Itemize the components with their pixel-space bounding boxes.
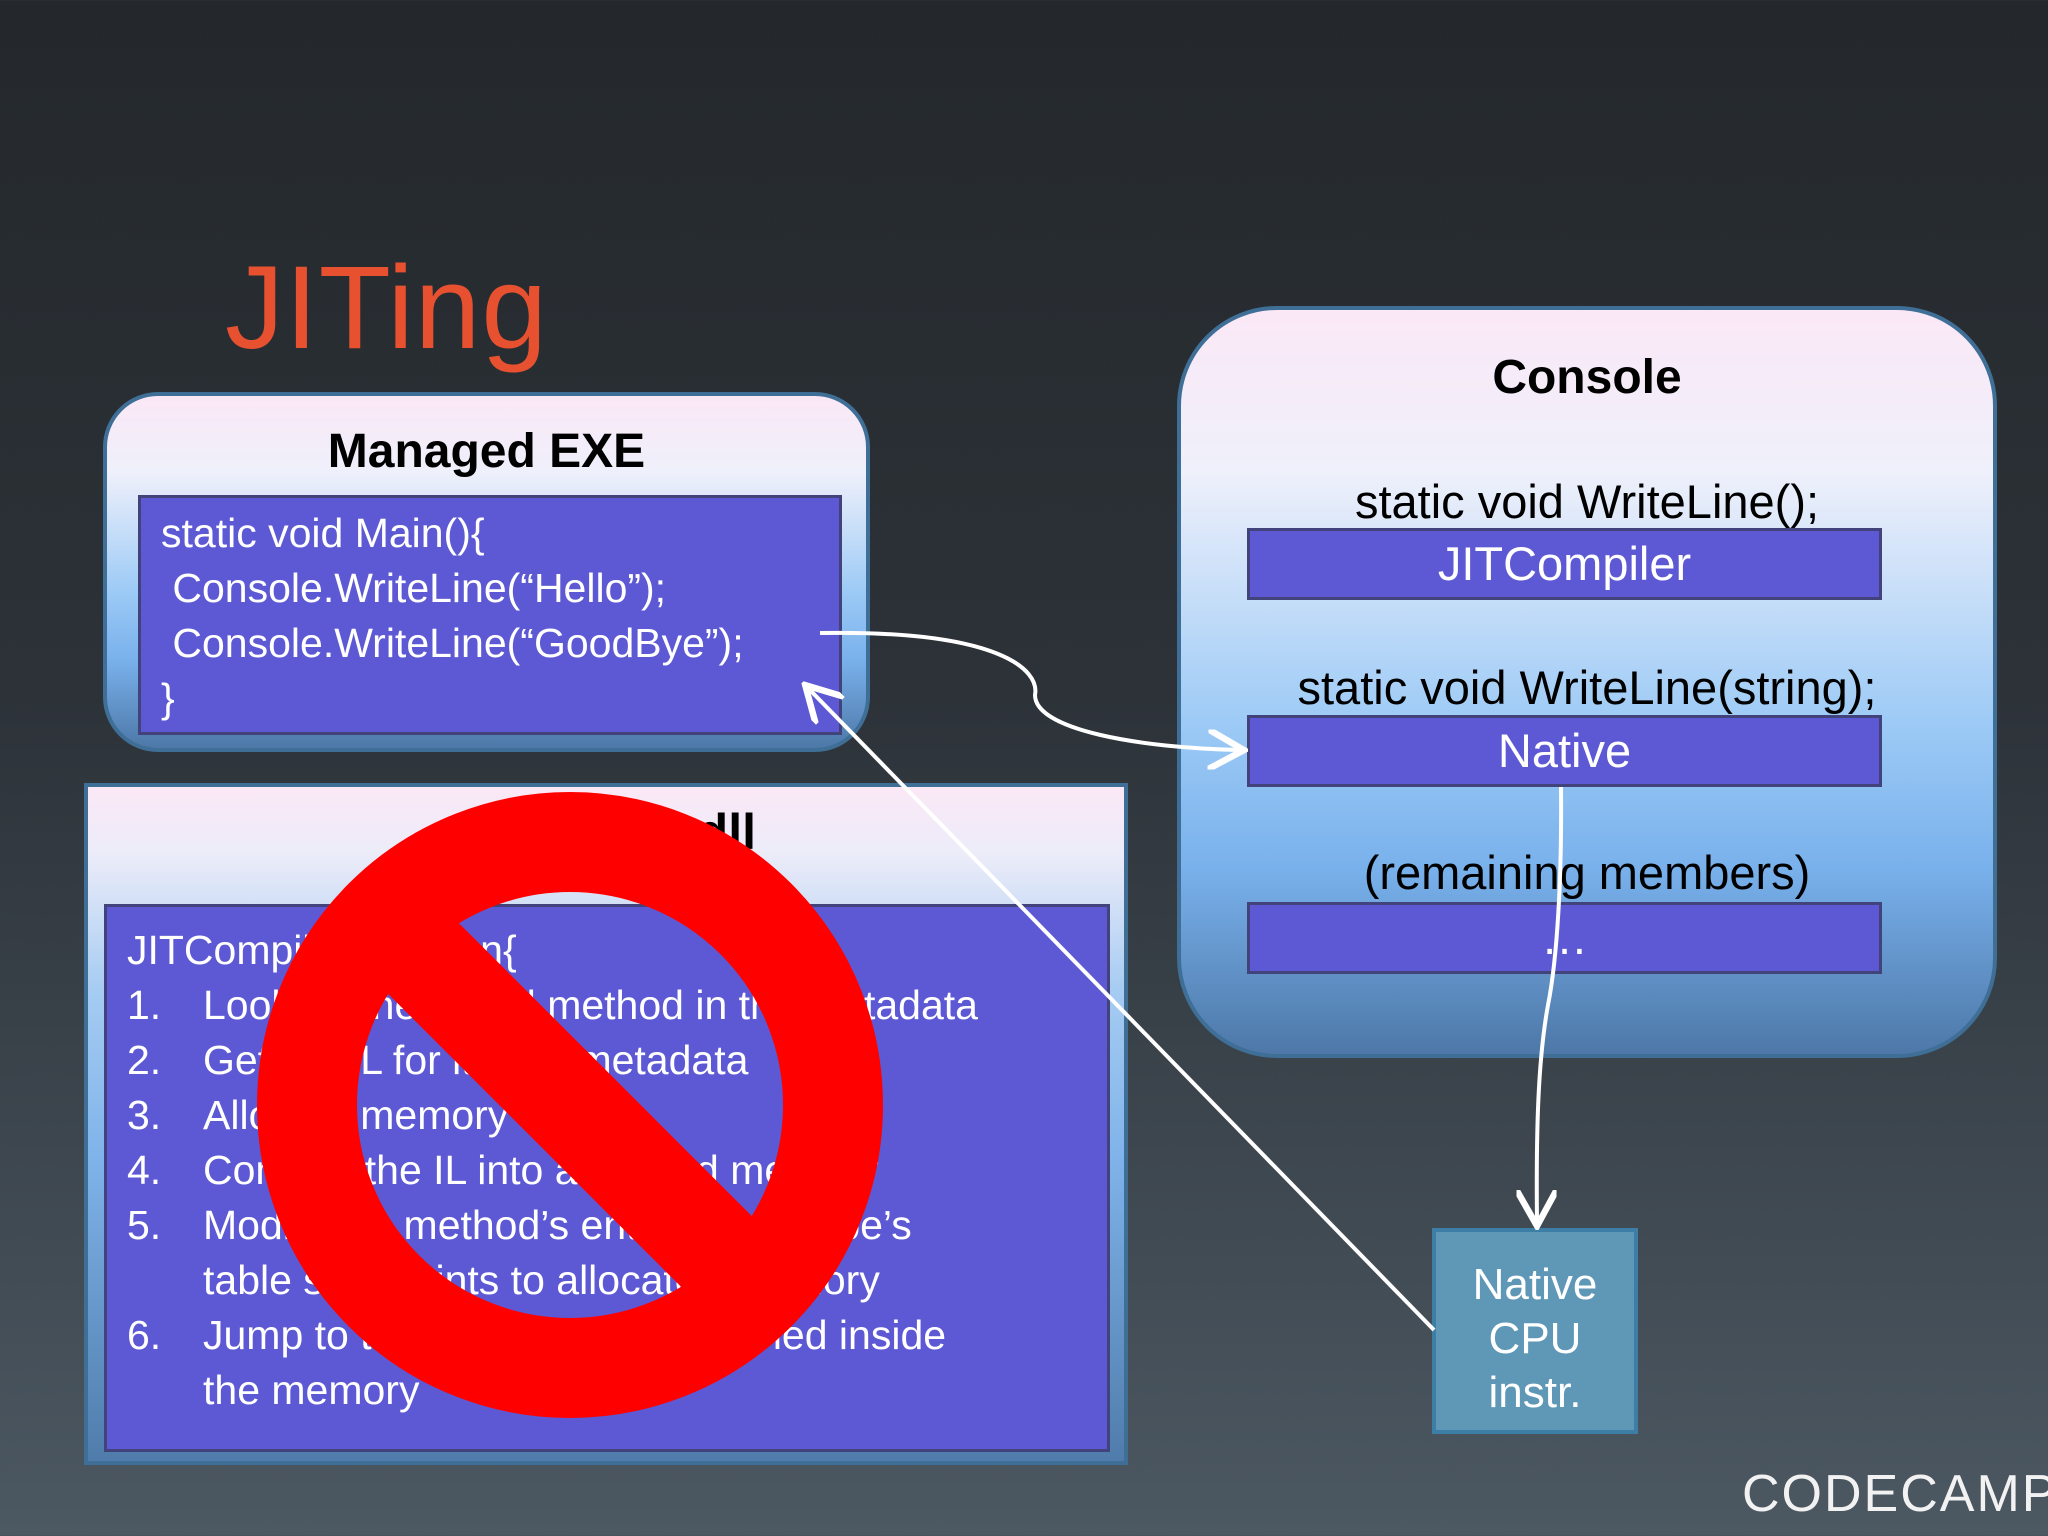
method-signature: static void WriteLine(); (1354, 475, 1820, 528)
cpu-label-line: instr. (1488, 1368, 1582, 1417)
main-method-code: static void Main(){ Console.WriteLine(“H… (138, 495, 842, 735)
step-number: 6. (127, 1312, 162, 1358)
prohibition-sign-icon (257, 792, 883, 1418)
codecamp-logo: CODECAMP (1742, 1465, 2048, 1523)
step-number: 1. (127, 982, 162, 1028)
code-line: static void Main(){ (161, 510, 485, 556)
console-class-panel: Console static void WriteLine(); JITComp… (1177, 306, 1997, 1058)
return-arrow (808, 688, 1436, 1332)
native-to-cpu-arrow (1537, 786, 1564, 1222)
method-signature: (remaining members) (1363, 846, 1811, 899)
managed-exe-panel: Managed EXE static void Main(){ Console.… (103, 392, 870, 752)
cpu-label-line: CPU (1488, 1314, 1582, 1363)
method-entry-box: Native (1247, 715, 1882, 787)
native-cpu-instructions-box: Native CPU instr. (1432, 1228, 1638, 1434)
step-number: 5. (127, 1202, 162, 1248)
step-number: 2. (127, 1037, 162, 1083)
managed-exe-heading: Managed EXE (327, 425, 646, 478)
step-number: 3. (127, 1092, 162, 1138)
call-arrow (819, 630, 1240, 750)
code-line: Console.WriteLine(“Hello”); (161, 565, 667, 611)
method-signature: static void WriteLine(string); (1297, 661, 1877, 714)
step-number: 4. (127, 1147, 162, 1193)
code-line: } (161, 675, 175, 721)
cpu-label-line: Native (1472, 1260, 1598, 1309)
method-entry-box: JITCompiler (1247, 528, 1882, 600)
console-heading: Console (1492, 351, 1682, 404)
step-text: the memory (203, 1367, 420, 1413)
method-entry-box: … (1247, 902, 1882, 974)
slide-title: JITing (225, 242, 548, 374)
code-line: Console.WriteLine(“GoodBye”); (161, 620, 744, 666)
